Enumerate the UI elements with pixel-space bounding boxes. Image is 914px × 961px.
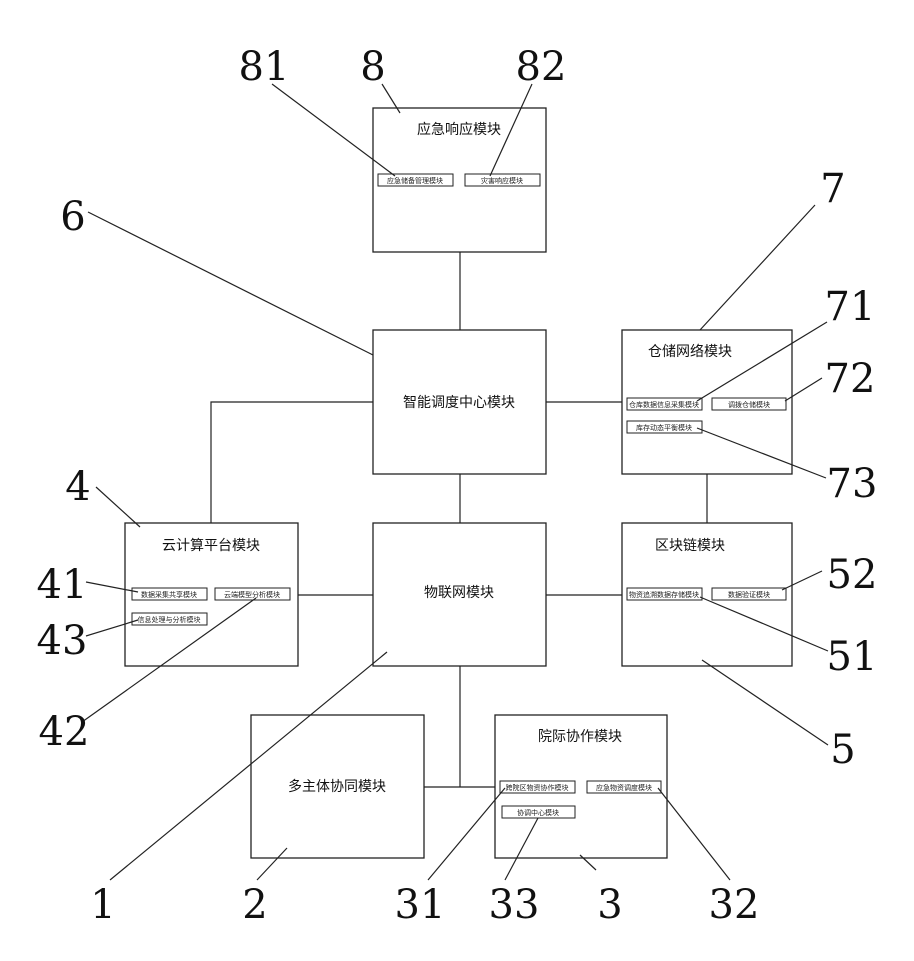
- ref-numeral: 31: [395, 882, 446, 928]
- submodule-label: 库存动态平衡模块: [636, 423, 692, 432]
- module-multi-agent: 多主体协同模块: [251, 715, 424, 858]
- ref-numeral: 4: [65, 464, 90, 510]
- module-title: 智能调度中心模块: [403, 395, 515, 411]
- ref-numeral: 51: [827, 634, 878, 680]
- module-title: 云计算平台模块: [162, 538, 260, 554]
- submodule-label: 灾害响应模块: [481, 176, 523, 185]
- ref-numeral: 7: [820, 166, 845, 212]
- submodule-label: 应急储备管理模块: [387, 176, 443, 185]
- ref-numeral: 8: [360, 44, 385, 90]
- ref-numeral: 73: [827, 461, 878, 507]
- module-title: 物联网模块: [424, 585, 494, 601]
- ref-numeral: 2: [242, 882, 267, 928]
- connector-dispatch-cloud: [211, 402, 373, 523]
- ref-numeral: 33: [489, 882, 540, 928]
- module-hospital-collaboration: 院际协作模块 跨院区物资协作模块 应急物资调度模块 协调中心模块: [495, 715, 667, 858]
- ref-numeral: 1: [90, 882, 115, 928]
- module-warehouse-network: 仓储网络模块 仓库数据信息采集模块 调拨仓储模块 库存动态平衡模块: [622, 330, 792, 474]
- submodule-label: 协调中心模块: [517, 808, 559, 817]
- ref-numeral: 43: [37, 618, 88, 664]
- module-title: 区块链模块: [655, 538, 725, 554]
- module-title: 院际协作模块: [538, 729, 622, 745]
- submodule-label: 数据采集共享模块: [141, 590, 197, 599]
- ref-numeral: 41: [37, 562, 88, 608]
- module-emergency-response: 应急响应模块 应急储备管理模块 灾害响应模块: [373, 108, 546, 252]
- submodule-label: 跨院区物资协作模块: [506, 783, 569, 792]
- submodule-label: 云端模型分析模块: [224, 590, 280, 599]
- module-title: 多主体协同模块: [288, 778, 386, 795]
- submodule-label: 调拨仓储模块: [728, 400, 770, 409]
- module-cloud-platform: 云计算平台模块 数据采集共享模块 云端模型分析模块 信息处理与分析模块: [125, 523, 298, 666]
- module-title: 应急响应模块: [417, 121, 501, 138]
- ref-numeral: 82: [516, 44, 567, 90]
- ref-numeral: 72: [825, 356, 876, 402]
- ref-numeral: 32: [709, 882, 760, 928]
- ref-numeral: 6: [60, 194, 85, 240]
- ref-numeral: 42: [39, 709, 90, 755]
- module-iot: 物联网模块: [373, 523, 546, 666]
- submodule-label: 仓库数据信息采集模块: [629, 400, 699, 409]
- ref-numeral: 81: [239, 44, 290, 90]
- module-dispatch-center: 智能调度中心模块: [373, 330, 546, 474]
- submodule-label: 物资追溯数据存储模块: [629, 590, 699, 599]
- ref-numeral: 3: [597, 882, 622, 928]
- module-title: 仓储网络模块: [648, 344, 732, 360]
- ref-numeral: 71: [825, 284, 876, 330]
- submodule-label: 信息处理与分析模块: [138, 615, 201, 624]
- ref-numeral: 52: [827, 552, 878, 598]
- submodule-label: 应急物资调度模块: [596, 783, 652, 792]
- submodule-label: 数据验证模块: [728, 590, 770, 599]
- ref-numeral: 5: [830, 727, 855, 773]
- module-blockchain: 区块链模块 物资追溯数据存储模块 数据验证模块: [622, 523, 792, 666]
